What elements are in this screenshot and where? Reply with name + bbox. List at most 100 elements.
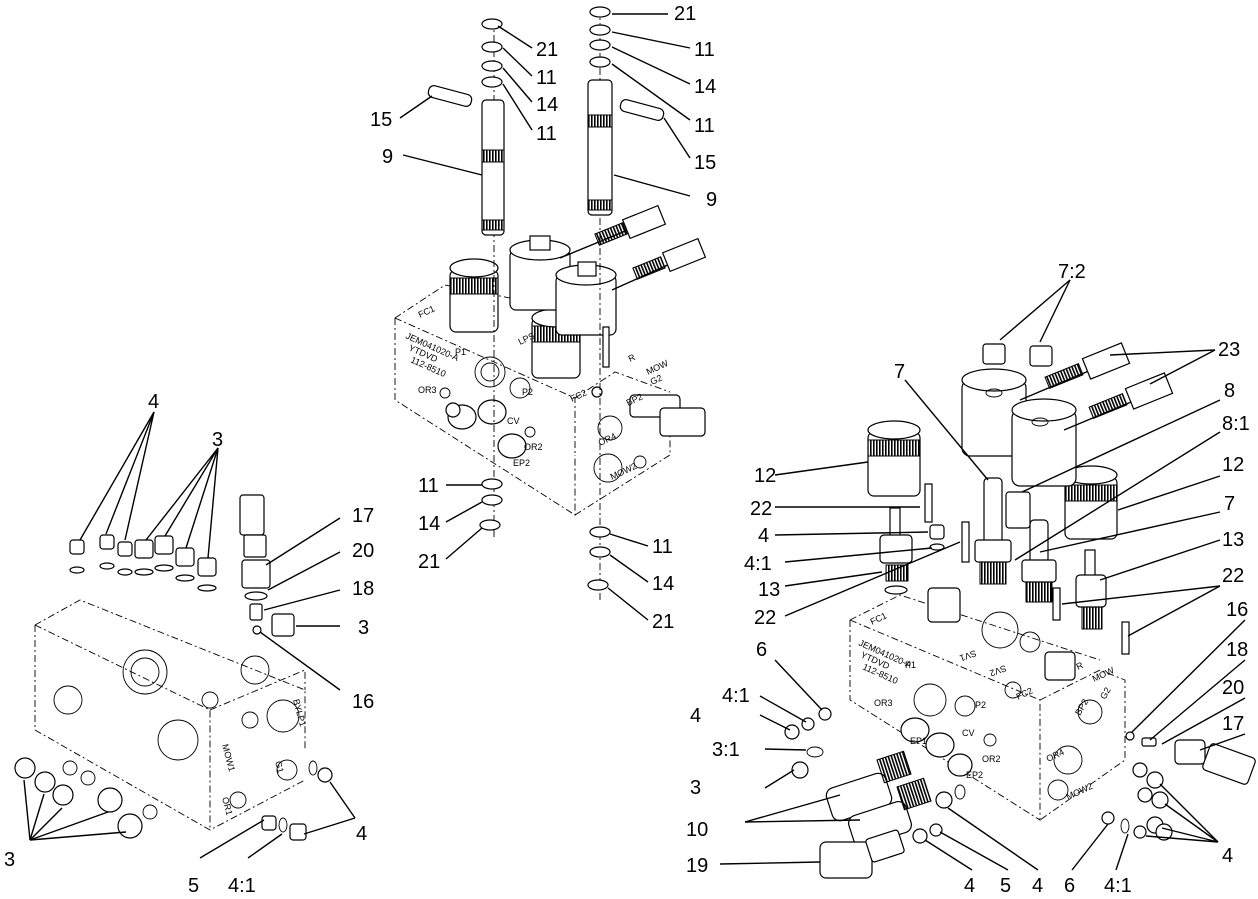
callout-label: 15 — [370, 109, 392, 131]
callout-label: 21 — [674, 3, 696, 25]
callout-label: 18 — [1226, 639, 1248, 661]
callout-label: 4:1 — [228, 875, 256, 897]
callout-label: 7:2 — [1058, 261, 1086, 283]
callout-label: 6 — [1064, 875, 1075, 897]
marking: FC2 — [569, 388, 589, 404]
callout-label: 6 — [756, 639, 767, 661]
marking: G2 — [1098, 686, 1113, 701]
callout-label: 4:1 — [744, 553, 772, 575]
callout-label: 12 — [754, 465, 776, 487]
marking: FC2 — [1015, 686, 1035, 702]
center-spool-left — [427, 18, 505, 540]
callout-label: 21 — [418, 551, 440, 573]
callout-label: 3:1 — [712, 739, 740, 761]
callout-label: 11 — [536, 123, 557, 145]
callout-label: 3 — [212, 429, 223, 451]
callout-label: 4 — [758, 525, 769, 547]
callout-label: 11 — [536, 67, 557, 89]
right-leaders — [719, 279, 1246, 871]
right-valve-block — [849, 587, 1126, 821]
callout-label: 17 — [352, 505, 374, 527]
callout-label: 4 — [356, 823, 367, 845]
callout-label: 14 — [536, 94, 558, 116]
callout-label: 22 — [754, 607, 776, 629]
right-lower-fittings — [1101, 762, 1173, 841]
marking: CV — [962, 728, 975, 738]
callout-label: 20 — [1222, 677, 1244, 699]
marking: P2 — [975, 700, 986, 710]
marking: FC1 — [417, 304, 437, 320]
right-coils — [867, 342, 1174, 540]
callout-label: 21 — [536, 39, 558, 61]
callout-label: 21 — [652, 611, 674, 633]
callout-label: 4 — [1222, 845, 1233, 867]
marking: OR1 — [220, 796, 234, 816]
callout-label: 11 — [694, 115, 715, 137]
marking: G1 — [273, 760, 286, 774]
callout-label: 22 — [750, 498, 772, 520]
callout-label: 7 — [894, 361, 905, 383]
marking: G2 — [649, 373, 664, 387]
marking: CV — [507, 416, 520, 426]
marking: OR2 — [524, 442, 543, 452]
callout-label: 8 — [1224, 380, 1235, 402]
callout-label: 22 — [1222, 565, 1244, 587]
marking: MOW1 — [220, 743, 237, 773]
callout-label: 12 — [1222, 454, 1244, 476]
marking: OR3 — [874, 698, 893, 708]
callout-label: 23 — [1218, 339, 1240, 361]
callout-label: 3 — [690, 777, 701, 799]
marking: FC1 — [869, 611, 889, 627]
callout-label: 16 — [1226, 599, 1248, 621]
marking: P1 — [455, 347, 466, 357]
callout-label: 11 — [694, 39, 715, 61]
left-top-plugs — [69, 534, 217, 592]
marking: SV2 — [988, 663, 1007, 678]
marking: OR2 — [982, 754, 1001, 764]
left-valve-block — [14, 494, 333, 841]
center-callouts: 21 11 14 11 15 9 21 11 14 11 15 9 11 14 … — [370, 3, 717, 633]
callout-label: 16 — [352, 691, 374, 713]
callout-label: 4 — [690, 705, 701, 727]
marking: OR3 — [418, 385, 437, 395]
callout-label: 9 — [706, 189, 717, 211]
left-leaders — [23, 411, 356, 859]
marking: MOW2 — [1065, 781, 1095, 802]
callout-label: 4 — [964, 875, 975, 897]
callout-label: 13 — [758, 579, 780, 601]
callout-label: 5 — [1000, 875, 1011, 897]
callout-label: 8:1 — [1222, 413, 1250, 435]
callout-label: 15 — [694, 152, 716, 174]
callout-label: 14 — [694, 76, 716, 98]
marking: MOW — [1091, 665, 1117, 684]
left-callouts: 4 3 17 20 18 3 16 3 5 4:1 4 — [4, 391, 374, 897]
callout-label: 5 — [188, 875, 199, 897]
marking: EP1 — [910, 736, 927, 746]
callout-label: 4:1 — [722, 685, 750, 707]
marking: EP2 — [513, 458, 530, 468]
right-side-parts — [784, 707, 1256, 879]
callout-label: 11 — [652, 536, 673, 558]
marking: OR4 — [1045, 747, 1066, 764]
marking: EP2 — [966, 770, 983, 780]
callout-label: 10 — [686, 819, 708, 841]
marking: R — [1075, 660, 1086, 672]
left-block-markings: MOW1 OR1 BYLP1 G1 — [220, 698, 308, 816]
callout-label: 4:1 — [1104, 875, 1132, 897]
marking: P2 — [522, 387, 533, 397]
callout-label: 4 — [148, 391, 159, 413]
center-valve-block — [394, 204, 707, 516]
marking: MOW2 — [609, 461, 639, 482]
callout-label: 18 — [352, 578, 374, 600]
right-callouts: 7:2 23 7 8 8:1 12 12 22 7 4 4:1 13 13 22… — [686, 261, 1250, 897]
callout-label: 14 — [652, 573, 674, 595]
marking: SV1 — [958, 648, 977, 663]
callout-label: 3 — [358, 617, 369, 639]
callout-label: 11 — [418, 475, 439, 497]
callout-label: 4 — [1032, 875, 1043, 897]
callout-label: 3 — [4, 849, 15, 871]
marking: P1 — [905, 660, 916, 670]
center-leaders — [399, 13, 691, 621]
callout-label: 20 — [352, 540, 374, 562]
